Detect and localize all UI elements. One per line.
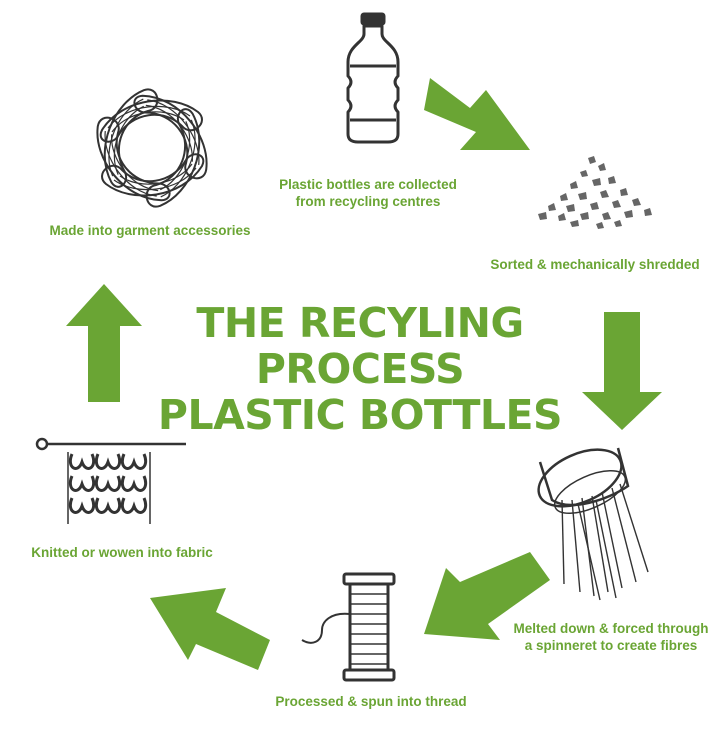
arrow-step-4-to-5 [150,588,270,670]
step-4-label: Processed & spun into thread [275,694,467,709]
title-line-3: PLASTIC BOTTLES [157,391,563,439]
plastic-bottle-icon [346,12,400,144]
diagram-title: THE RECYLING PROCESS PLASTIC BOTTLES [150,300,570,438]
step-1-label: Plastic bottles are collected from recyc… [279,177,457,209]
step-3-label: Melted down & forced through a spinneret… [513,621,709,653]
arrow-step-5-to-6 [66,284,142,402]
step-2-label: Sorted & mechanically shredded [490,257,700,272]
title-line-2: PROCESS [255,345,465,393]
spinneret-icon [537,447,649,601]
knitting-icon [35,437,186,524]
step-6-label: Made into garment accessories [49,223,251,238]
shredded-flakes-icon [538,156,652,229]
step-5-label: Knitted or wowen into fabric [31,545,213,560]
arrow-step-3-to-4 [424,552,550,640]
title-line-1: THE RECYLING [196,299,524,347]
thread-spool-icon [301,572,396,682]
arrow-step-1-to-2 [424,78,530,150]
woven-star-icon [96,88,208,208]
arrow-step-2-to-3 [582,312,662,430]
